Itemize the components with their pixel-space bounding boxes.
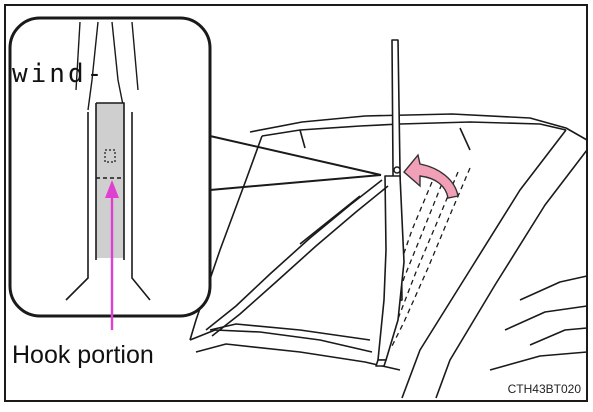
windshield-drawing [189, 113, 588, 399]
wiper-blade-lowered [205, 179, 389, 337]
rotation-arrow [403, 153, 459, 199]
detail-inset [8, 16, 212, 330]
wiper-arm [375, 39, 405, 367]
callout-lines [209, 135, 382, 191]
inset-overlay-text: wind- [12, 59, 105, 89]
hook-portion-label: Hook portion [12, 341, 154, 369]
pivot-point [393, 166, 401, 174]
figure-frame [4, 4, 588, 402]
hook-pointer-arrow-head [105, 180, 119, 198]
hook-slot [104, 149, 116, 163]
hook-portion-highlight [96, 103, 124, 258]
figure-code: CTH43BT020 [508, 382, 582, 396]
